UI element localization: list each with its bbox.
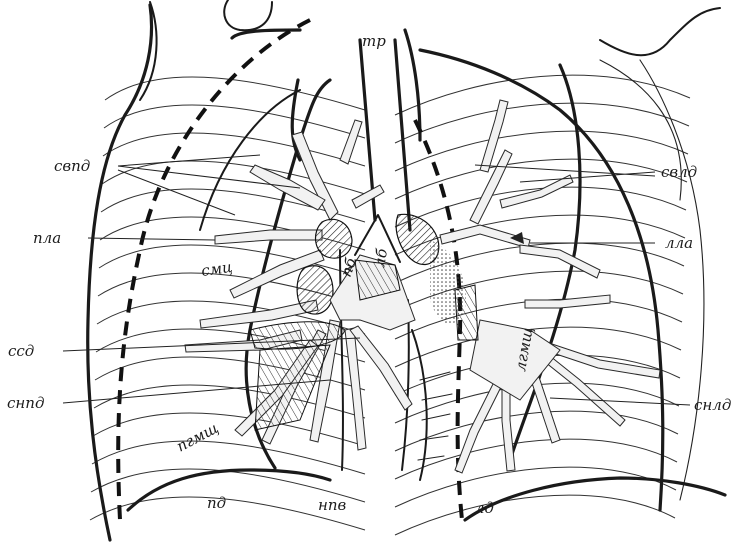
label-left-diaphragm: лд — [475, 499, 494, 517]
label-left-pulmonary-artery: лла — [665, 234, 693, 252]
rib-line — [395, 439, 677, 479]
label-left-bronchus: лб — [370, 246, 391, 268]
rib-line — [395, 495, 675, 535]
rib-line — [104, 105, 365, 138]
rib-line — [395, 467, 676, 507]
rib-line — [92, 441, 365, 474]
rib-line — [395, 131, 688, 171]
label-right-lower-vein: снпд — [7, 394, 44, 412]
label-right-pulmonary-artery: пла — [33, 229, 61, 247]
rib-line — [395, 103, 689, 143]
label-right-upper-vein: свпд — [54, 157, 90, 175]
rib-line — [103, 133, 365, 166]
rib-line — [395, 75, 690, 115]
label-right-diaphragm: пд — [207, 494, 226, 512]
label-left-upper-vein: свлд — [661, 163, 697, 181]
label-middle-lobe-vein: смц — [200, 258, 234, 280]
label-lower-vena-cava: нпв — [318, 496, 347, 514]
label-left-lower-vein: снлд — [694, 396, 731, 414]
label-trachea: тр — [362, 32, 386, 50]
label-right-intermediate: пгмщ — [173, 419, 221, 456]
rib-line — [93, 413, 365, 446]
label-common-vein-right: ссд — [8, 342, 34, 360]
